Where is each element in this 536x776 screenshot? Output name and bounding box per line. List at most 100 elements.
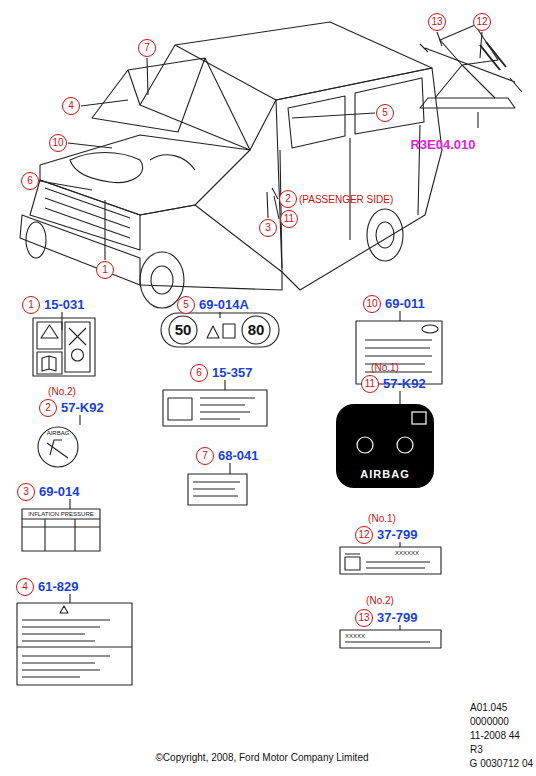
label-text: ©Copyright, 2008, Ford Motor Company Lim… (155, 752, 368, 763)
callout-text: 5 (382, 108, 388, 118)
jack-screw (420, 44, 522, 92)
label-text: AIRBAG (360, 468, 409, 480)
airbag-decal (336, 404, 434, 488)
part-number: 69-014A (199, 298, 249, 312)
callout-text: 10 (52, 138, 63, 148)
ford-oval (422, 325, 438, 333)
front-fender (140, 205, 282, 290)
part-number: 69-014 (39, 485, 79, 499)
label-text: (No.1) (368, 513, 396, 524)
callout-number: 3 (259, 219, 277, 237)
text-lines (17, 620, 132, 677)
callout-number: 13 (428, 13, 446, 31)
label-text: (PASSENGER SIDE) (299, 194, 393, 205)
callout-text: 12 (476, 17, 487, 27)
callout-number: 1 (96, 261, 114, 279)
open-hood (92, 58, 205, 132)
label-text: (No.2) (366, 595, 394, 606)
decal-outline (33, 318, 95, 376)
callout-text: 2 (45, 403, 51, 413)
jack-base (420, 98, 515, 108)
label-text: XXXXX (345, 633, 365, 640)
warning-triangle (207, 326, 219, 338)
callout-text: 2 (285, 194, 291, 204)
part-number: 57-K92 (383, 377, 426, 391)
decal-outline (17, 603, 132, 685)
callout-number: 7 (196, 447, 214, 465)
vehicle-roof (175, 22, 432, 100)
label-text: 80 (248, 322, 265, 339)
callout-number: 10 (49, 134, 67, 152)
callout-text: 3 (265, 223, 271, 233)
windshield (140, 45, 276, 150)
text-lines (168, 398, 255, 420)
part-number: R3E04.010 (410, 138, 475, 152)
callout-number: 2 (279, 190, 297, 208)
text-lines (365, 340, 432, 372)
decal-outline (340, 547, 441, 574)
rear-hub (376, 222, 394, 248)
callout-number: 7 (138, 39, 156, 57)
callout-number: 12 (473, 13, 491, 31)
grille-bars (45, 188, 130, 238)
callout-text: 1 (28, 300, 34, 310)
decal-outline (340, 630, 441, 648)
callout-text: 13 (358, 613, 369, 623)
label-text: 0000000 (470, 716, 509, 727)
jack-arms (435, 25, 498, 98)
callout-text: 1 (102, 265, 108, 275)
callout-text: 13 (431, 17, 442, 27)
warning-triangle (60, 606, 68, 613)
callout-text: 10 (366, 299, 377, 309)
door-lines (280, 125, 420, 268)
callout-number: 11 (280, 210, 298, 228)
part-number: 61-829 (38, 580, 78, 594)
engine-bay (40, 135, 250, 215)
leader-line (477, 112, 478, 128)
part-number: 37-799 (377, 528, 417, 542)
callout-number: 6 (21, 172, 39, 190)
speed-circle (242, 316, 270, 344)
speed-circle (169, 316, 197, 344)
part-number: 15-031 (44, 298, 84, 312)
callout-number: 5 (177, 296, 195, 314)
label-text: (No.1) (371, 362, 399, 373)
callout-text: 5 (183, 300, 189, 310)
callout-text: 12 (358, 530, 369, 540)
rear-wheel (367, 209, 403, 261)
fan-icon (65, 322, 90, 372)
text-lines (193, 482, 240, 496)
book-icon (223, 324, 235, 338)
side-windows (288, 78, 424, 148)
airbag-icon (397, 437, 413, 453)
callout-number: 13 (355, 609, 373, 627)
table-grid (22, 519, 100, 551)
leader-line (40, 32, 482, 260)
callout-number: 4 (62, 97, 80, 115)
callout-number: 6 (190, 364, 208, 382)
decal-outline (188, 474, 247, 505)
book-icon (42, 356, 56, 371)
callout-text: 6 (27, 176, 33, 186)
label-text: 11-2008 44 (470, 730, 520, 741)
vehicle-side (276, 68, 442, 290)
jack-thread (480, 42, 506, 70)
label-text: 50 (175, 322, 192, 339)
bumper (20, 215, 140, 285)
text-lines (345, 641, 430, 642)
decal-outline (163, 390, 267, 426)
label-text: INFLATION PRESSURE (28, 511, 94, 518)
part-number: 15-357 (212, 366, 252, 380)
warning-icon (37, 322, 62, 349)
callout-text: 3 (23, 487, 29, 497)
airbag-icon (357, 437, 373, 453)
callout-number: 11 (361, 375, 379, 393)
callout-number: 1 (22, 296, 40, 314)
label-text: AIRBAG (47, 430, 70, 437)
part-number: 57-K92 (61, 401, 104, 415)
part-number: 37-799 (377, 611, 417, 625)
label-text: XXXXXX (395, 550, 419, 557)
warning-triangle (41, 325, 58, 338)
callout-text: 4 (22, 582, 28, 592)
